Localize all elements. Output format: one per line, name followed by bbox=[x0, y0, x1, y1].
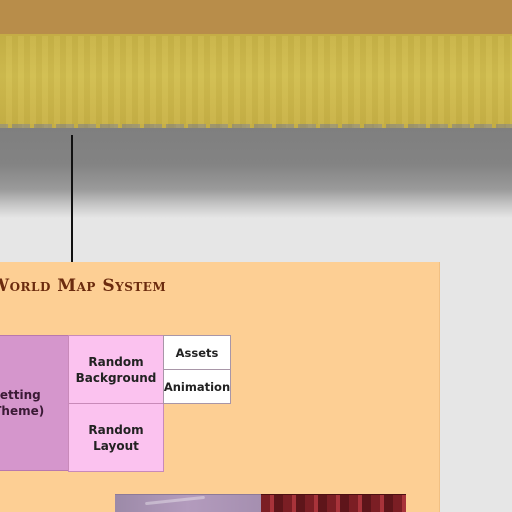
connector-line bbox=[71, 135, 73, 263]
preview-image-purple bbox=[115, 494, 261, 512]
panel-title: World Map System bbox=[0, 276, 167, 296]
gray-band bbox=[0, 128, 512, 218]
random-layout-node: Random Layout bbox=[68, 403, 164, 472]
preview-image-red bbox=[261, 494, 406, 512]
yellow-band bbox=[0, 34, 512, 136]
random-background-node: Random Background bbox=[68, 335, 164, 404]
yellow-band-texture bbox=[0, 36, 512, 136]
setting-theme-node: Setting (Theme) bbox=[0, 335, 69, 471]
world-map-system-panel: World Map System Setting (Theme) Random … bbox=[0, 262, 440, 512]
animation-node: Animation bbox=[163, 369, 231, 404]
setting-theme-label: Setting (Theme) bbox=[0, 388, 45, 418]
assets-node: Assets bbox=[163, 335, 231, 370]
